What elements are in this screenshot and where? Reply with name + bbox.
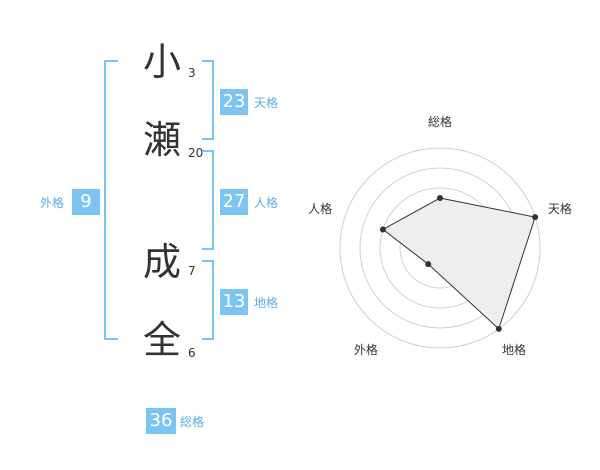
soukaku-value: 36 — [146, 408, 176, 434]
soukaku-label: 総格 — [180, 415, 205, 429]
radar-data-points — [379, 195, 539, 332]
gaikaku-label: 外格 — [40, 196, 65, 210]
radar-point-5 — [379, 226, 386, 233]
stroke-count-3: 7 — [188, 264, 196, 278]
radar-point-3 — [495, 325, 502, 332]
stroke-count-2: 20 — [188, 146, 204, 160]
radar-point-2 — [532, 214, 539, 221]
tenkaku-label: 天格 — [254, 96, 279, 110]
chikaku-value: 13 — [220, 289, 248, 315]
radar-data-area — [382, 197, 536, 330]
radar-axis-label-1: 総格 — [428, 114, 452, 129]
name-char-4: 全 — [142, 318, 181, 362]
chikaku-label: 地格 — [254, 296, 279, 310]
tenkaku-bracket — [202, 60, 214, 140]
radar-point-4 — [425, 261, 432, 268]
radar-grid-ring — [339, 147, 541, 349]
radar-axis-label-5: 人格 — [308, 201, 332, 216]
jinkaku-label: 人格 — [254, 196, 279, 210]
gaikaku-bracket — [104, 60, 118, 340]
radar-axis-label-4: 外格 — [354, 342, 378, 357]
stroke-count-1: 3 — [188, 66, 196, 80]
chikaku-bracket — [202, 260, 214, 340]
name-char-2: 瀬 — [142, 118, 181, 162]
name-char-1: 小 — [142, 40, 181, 84]
gaikaku-value: 9 — [72, 189, 100, 215]
stroke-count-4: 6 — [188, 346, 196, 360]
radar-point-1 — [437, 195, 443, 201]
tenkaku-value: 23 — [220, 89, 248, 115]
jinkaku-value: 27 — [220, 189, 248, 215]
jinkaku-bracket — [202, 150, 214, 250]
radar-axis-label-2: 天格 — [548, 201, 572, 216]
radar-axis-label-3: 地格 — [502, 342, 526, 357]
name-char-3: 成 — [142, 240, 181, 284]
